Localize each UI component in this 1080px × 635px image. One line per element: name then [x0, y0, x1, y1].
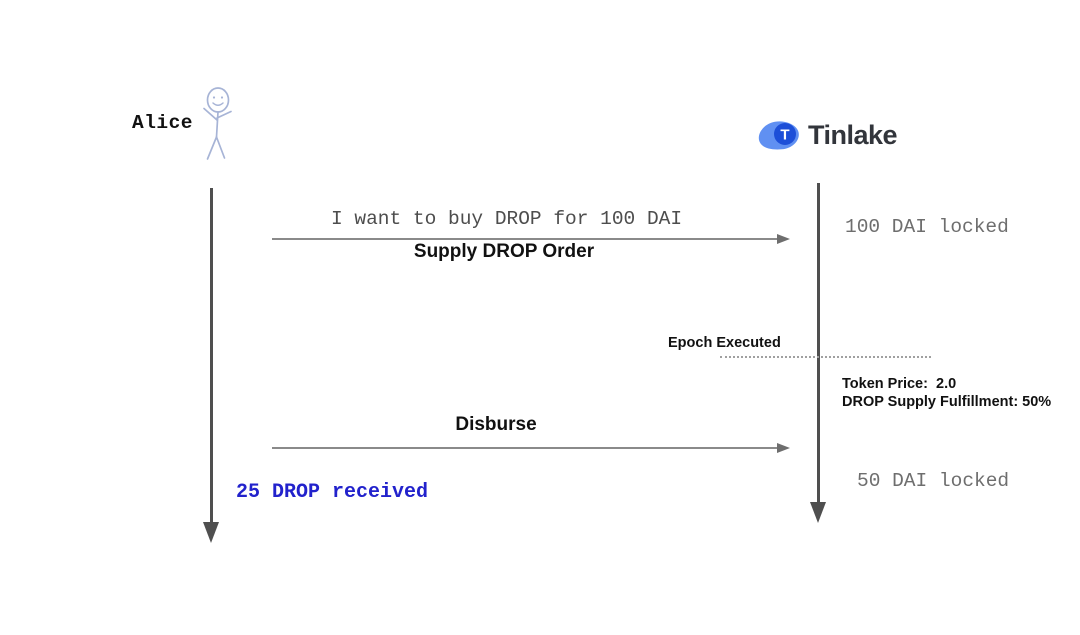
alice-lifeline [210, 188, 213, 522]
message1-label: Supply DROP Order [413, 241, 595, 262]
drop-received-text: 25 DROP received [236, 481, 429, 504]
message2-label: Disburse [455, 414, 537, 435]
tinlake-icon-letter: T [780, 127, 789, 144]
dai-locked-100-text: 100 DAI locked [845, 216, 1009, 238]
alice-lifeline-arrowhead-icon [203, 522, 219, 543]
tinlake-lifeline-arrowhead-icon [810, 502, 826, 523]
message1-note: I want to buy DROP for 100 DAI [331, 208, 683, 230]
epoch-dotted-line [720, 356, 931, 358]
message2-arrowhead-icon [777, 443, 790, 453]
message1-arrow [272, 238, 777, 240]
tinlake-logo-icon: T [758, 121, 799, 150]
tinlake-logo-text: Tinlake [808, 120, 898, 150]
drop-supply-fulfillment-text: DROP Supply Fulfillment: 50% [842, 394, 1052, 410]
actor-alice-label: Alice [132, 112, 194, 134]
dai-locked-50-text: 50 DAI locked [857, 470, 1010, 492]
epoch-executed-label: Epoch Executed [668, 335, 781, 351]
token-price-text: Token Price: 2.0 [842, 376, 957, 392]
message1-arrowhead-icon [777, 234, 790, 244]
tinlake-lifeline [817, 183, 820, 502]
tinlake-logo: T Tinlake [757, 119, 898, 152]
alice-stick-figure-icon [203, 87, 232, 160]
message2-arrow [272, 447, 777, 449]
